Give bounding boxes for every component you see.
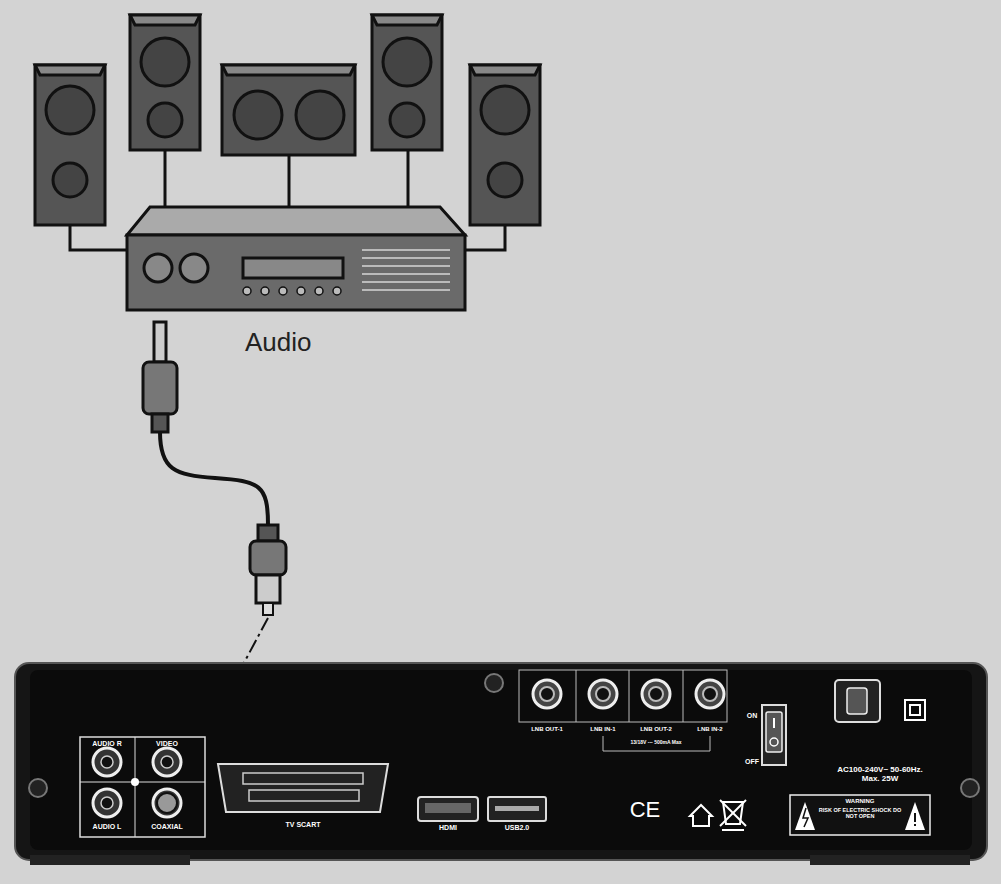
port-label: TV SCART <box>286 821 321 829</box>
port-label: USB2.0 <box>505 824 530 832</box>
port-label: AUDIO L <box>93 823 122 831</box>
port-label: LNB OUT-2 <box>640 726 672 733</box>
port-label: VIDEO <box>156 740 178 748</box>
power-rating: AC100-240V~ 50-60Hz. Max. 25W <box>832 766 928 784</box>
port-label: LNB OUT-1 <box>531 726 563 733</box>
speakers <box>35 15 540 225</box>
port-label: HDMI <box>439 824 457 832</box>
switch-label: ON <box>747 712 758 720</box>
device-name: Audio <box>245 327 314 358</box>
port-label: AUDIO R <box>92 740 122 748</box>
port-label: LNB IN-2 <box>697 726 722 733</box>
port-label: COAXIAL <box>151 823 183 831</box>
ce-mark: CE <box>630 798 661 822</box>
receiver <box>15 663 987 865</box>
rating-note: 13/18V --- 500mA Max <box>631 740 682 746</box>
switch-label: OFF <box>745 758 759 766</box>
amplifier <box>127 207 465 310</box>
warning-text: RISK OF ELECTRIC SHOCK DO NOT OPEN <box>816 807 904 819</box>
warning-title: WARNING <box>846 798 875 805</box>
port-label: LNB IN-1 <box>590 726 615 733</box>
amplifier-label: Audio <box>245 327 314 358</box>
